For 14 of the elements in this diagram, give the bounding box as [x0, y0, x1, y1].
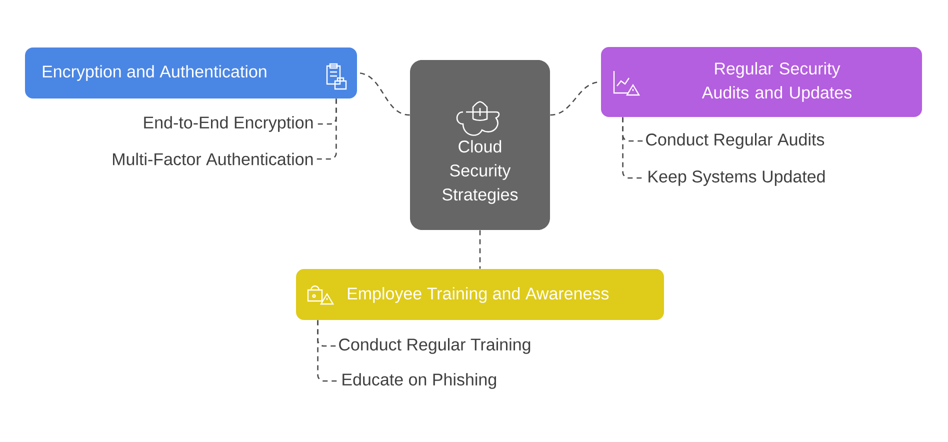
item-text: Multi-Factor Authentication: [113, 152, 313, 166]
item-text: Conduct Regular Training: [339, 338, 530, 354]
item-text: Educate on Phishing: [342, 373, 496, 389]
item-text: Conduct Regular Audits: [646, 133, 824, 149]
topic-box: Encryption and Authentication: [25, 48, 357, 98]
topic-box: Employee Training and Awareness: [296, 269, 664, 320]
topic-box: Regular Security Audits and Updates: [601, 47, 922, 117]
connector: [357, 72, 410, 116]
connector: [317, 320, 339, 382]
connector: [316, 98, 337, 160]
connector: [479, 230, 481, 269]
item-text: End-to-End Encryption: [144, 116, 313, 132]
center-box: Cloud Security Strategies: [410, 60, 550, 230]
item-text: Keep Systems Updated: [648, 170, 825, 186]
